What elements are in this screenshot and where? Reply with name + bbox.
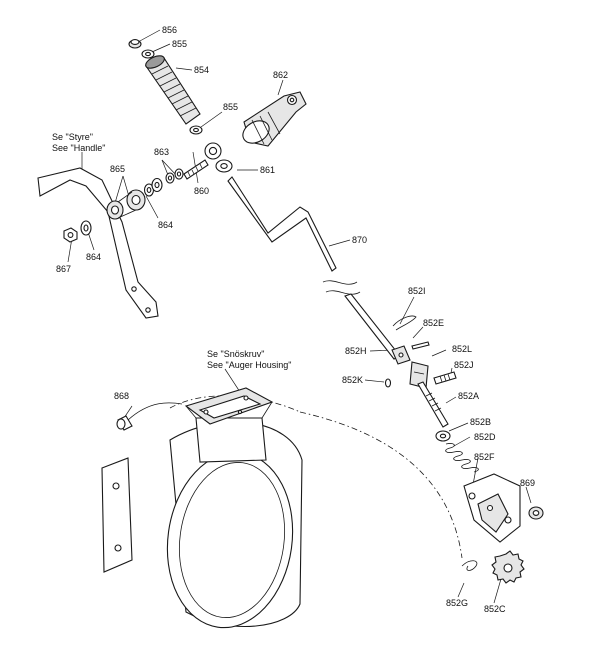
callout-852C: 852C — [484, 604, 506, 614]
callout-852H: 852H — [345, 346, 367, 356]
clevis-852H — [391, 345, 411, 365]
washer-864-upper — [143, 177, 163, 197]
handle-bracket — [37, 167, 159, 319]
pin-852E — [411, 341, 430, 350]
callout-855-mid: 855 — [223, 102, 238, 112]
bolt-868 — [116, 415, 133, 431]
nut-869 — [528, 506, 544, 520]
callout-867: 867 — [56, 264, 71, 274]
eye-bolt-860 — [183, 142, 222, 180]
callout-852I: 852I — [408, 286, 426, 296]
callout-861: 861 — [260, 165, 275, 175]
callout-852L: 852L — [452, 344, 472, 354]
callout-864-a: 864 — [158, 220, 173, 230]
washer-852B — [435, 430, 451, 442]
callout-854: 854 — [194, 65, 209, 75]
callout-852B: 852B — [470, 417, 491, 427]
callout-852F: 852F — [474, 452, 495, 462]
clip-852I — [392, 315, 417, 331]
callout-852D: 852D — [474, 432, 496, 442]
leader-lines — [67, 29, 532, 604]
callout-870: 870 — [352, 235, 367, 245]
nut-861 — [215, 159, 233, 173]
callout-852K: 852K — [342, 375, 363, 385]
washer-855-top — [141, 49, 155, 59]
callout-863: 863 — [154, 147, 169, 157]
spring-852D — [445, 443, 479, 473]
handle-note-line1: Se "Styre" — [52, 132, 93, 142]
nut-867 — [63, 227, 78, 243]
callout-868: 868 — [114, 391, 129, 401]
washer-863 — [165, 168, 184, 184]
callout-856: 856 — [162, 25, 177, 35]
auger-note-line1: Se "Snöskruv" — [207, 349, 264, 359]
lever-862 — [242, 91, 307, 147]
cap-856 — [128, 39, 142, 49]
bracket-852F — [463, 473, 521, 543]
callout-860: 860 — [194, 186, 209, 196]
washer-864-lower — [80, 220, 92, 236]
gear-852C — [491, 550, 525, 584]
rod-852A — [417, 381, 449, 428]
rod-870 — [227, 176, 401, 360]
callout-862: 862 — [273, 70, 288, 80]
callout-852G: 852G — [446, 598, 468, 608]
spring-852J — [433, 371, 457, 385]
callout-869: 869 — [520, 478, 535, 488]
callout-852E: 852E — [423, 318, 444, 328]
callout-865: 865 — [110, 164, 125, 174]
clip-852G — [461, 560, 478, 571]
washer-855-mid — [189, 125, 203, 135]
bushing-865 — [106, 189, 146, 220]
callout-864-b: 864 — [86, 252, 101, 262]
callout-855-top: 855 — [172, 39, 187, 49]
auger-housing — [101, 387, 303, 629]
handle-note-line2: See "Handle" — [52, 143, 105, 153]
cotter-852K — [384, 378, 392, 388]
callout-852J: 852J — [454, 360, 474, 370]
callout-852A: 852A — [458, 391, 479, 401]
grip-854 — [145, 55, 201, 125]
auger-note-line2: See "Auger Housing" — [207, 360, 291, 370]
